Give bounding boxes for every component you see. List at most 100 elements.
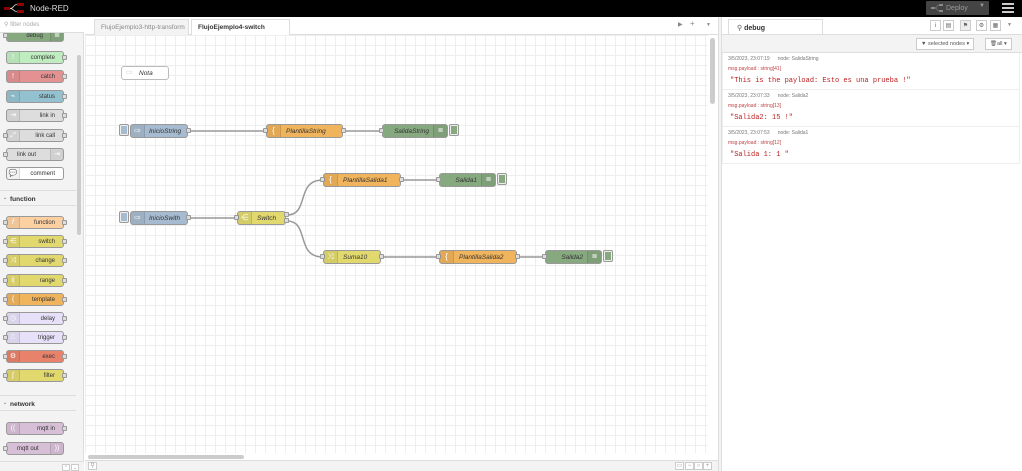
- palette-node-link-in[interactable]: ⇥ link in: [6, 109, 67, 122]
- palette-node-link-call[interactable]: ⤢ link call: [3, 129, 67, 142]
- flow-node-inicio-string[interactable]: ⇨ InicioString: [130, 124, 191, 138]
- context-data-icon[interactable]: ▦: [990, 20, 1001, 31]
- flow-node-salida1[interactable]: Salida1 ≣: [436, 173, 496, 187]
- palette-node-catch[interactable]: ! catch: [6, 70, 67, 83]
- scroll-tabs-icon[interactable]: ▶: [678, 22, 683, 28]
- palette-node-complete[interactable]: ! complete: [6, 51, 67, 64]
- info-icon[interactable]: i: [930, 20, 941, 31]
- inject-button[interactable]: [119, 211, 129, 223]
- input-port[interactable]: [234, 215, 239, 220]
- sidebar-menu-caret-icon[interactable]: ▼: [1007, 22, 1012, 28]
- node-label: link in: [39, 112, 55, 119]
- brace-icon: {: [440, 251, 454, 263]
- deploy-button[interactable]: Deploy ▼: [926, 1, 989, 15]
- palette-node-mqtt-in[interactable]: (( mqtt in: [6, 422, 67, 435]
- config-gear-icon[interactable]: ⚙: [976, 20, 987, 31]
- input-port[interactable]: [436, 177, 441, 182]
- main-menu-button[interactable]: [1002, 3, 1014, 13]
- flow-node-nota[interactable]: ▭ Nota: [121, 66, 169, 80]
- flow-node-plantilla-string[interactable]: { PlantillaString: [263, 124, 346, 138]
- input-port[interactable]: [263, 128, 268, 133]
- flow-node-salida-string[interactable]: SalidaString ≣: [379, 124, 448, 138]
- add-flow-button[interactable]: +: [690, 19, 695, 28]
- flow-node-suma10[interactable]: ⤨ Suma10: [320, 250, 384, 264]
- navigator-icon[interactable]: ▭: [675, 462, 684, 470]
- link-call-icon: ⤢: [7, 130, 20, 141]
- search-flows-icon[interactable]: ⚲: [88, 462, 97, 470]
- debug-toggle-button[interactable]: [603, 250, 613, 262]
- input-port[interactable]: [436, 254, 441, 259]
- debug-toggle-button[interactable]: [497, 173, 507, 185]
- canvas-vertical-scrollbar[interactable]: [710, 38, 715, 104]
- palette-node-trigger[interactable]: ⎍ trigger: [3, 331, 67, 344]
- flow-node-plantilla-salida2[interactable]: { PlantillaSalida2: [436, 250, 520, 264]
- message-node[interactable]: node: SalidaString: [777, 56, 819, 62]
- sidebar-tab-debug[interactable]: ⚲ debug: [728, 19, 823, 35]
- message-node[interactable]: node: Salida1: [777, 130, 809, 136]
- flow-node-switch[interactable]: ⋲ Switch: [234, 211, 289, 225]
- output-port-1[interactable]: [284, 212, 289, 217]
- input-port[interactable]: [320, 254, 325, 259]
- zoom-in-button[interactable]: +: [703, 462, 712, 470]
- input-port: [3, 239, 8, 244]
- message-node[interactable]: node: Salida2: [777, 93, 809, 99]
- flow-node-salida2[interactable]: Salida2 ≣: [542, 250, 602, 264]
- palette-node-mqtt-out[interactable]: mqtt out )): [3, 442, 64, 455]
- tab-flujo-ejemplo3[interactable]: FlujoEjemplo3-http-transform: [94, 19, 189, 35]
- output-port[interactable]: [186, 215, 191, 220]
- canvas-horizontal-scrollbar[interactable]: [88, 455, 244, 459]
- palette-node-exec[interactable]: ⚙ exec: [3, 350, 67, 363]
- tabs-menu-caret-icon[interactable]: ▼: [706, 22, 711, 28]
- hamburger-icon: [1002, 3, 1014, 5]
- palette-node-comment[interactable]: 💬 comment: [6, 167, 64, 180]
- palette-node-status[interactable]: ⌁ status: [6, 90, 67, 103]
- palette-node-debug[interactable]: debug ≣: [3, 33, 64, 42]
- output-port[interactable]: [399, 177, 404, 182]
- debug-toggle-button[interactable]: [449, 124, 459, 136]
- caret-down-icon[interactable]: ▼: [979, 3, 985, 9]
- debug-bug-icon[interactable]: ⚑: [960, 20, 971, 31]
- flow-node-inicio-swith[interactable]: ⇨ InicioSwith: [130, 211, 191, 225]
- output-port-2[interactable]: [284, 218, 289, 223]
- palette-node-range[interactable]: i| range: [3, 274, 67, 287]
- palette-filter-input[interactable]: ⚲ filter nodes: [0, 17, 84, 33]
- node-label: catch: [40, 73, 55, 80]
- category-network[interactable]: ⌄ network: [0, 395, 76, 411]
- exclamation-icon: !: [7, 52, 20, 63]
- output-port[interactable]: [186, 128, 191, 133]
- palette-node-switch[interactable]: ⋲ switch: [3, 235, 67, 248]
- flow-node-plantilla-salida1[interactable]: { PlantillaSalida1: [320, 173, 404, 187]
- palette-node-filter[interactable]: ∫ filter: [3, 369, 67, 382]
- palette-node-function[interactable]: f function: [3, 216, 67, 229]
- zoom-reset-button[interactable]: ○: [694, 462, 703, 470]
- expand-all-button[interactable]: ⌄: [71, 464, 79, 471]
- category-function[interactable]: ⌄ function: [0, 190, 76, 206]
- tab-label: debug: [744, 25, 766, 32]
- workspace-tabs: FlujoEjemplo3-http-transform FlujoEjempl…: [85, 17, 718, 36]
- palette-node-change[interactable]: ⤨ change: [3, 254, 67, 267]
- output-port[interactable]: [341, 128, 346, 133]
- tab-label: FlujoEjemplo3-http-transform: [101, 24, 185, 31]
- input-port[interactable]: [542, 254, 547, 259]
- output-port[interactable]: [515, 254, 520, 259]
- palette-node-delay[interactable]: ◷ delay: [3, 312, 67, 325]
- flow-canvas[interactable]: ▭ Nota ⇨ InicioString { PlantillaString …: [85, 35, 708, 453]
- collapse-all-button[interactable]: ⌃: [62, 464, 70, 471]
- input-port[interactable]: [379, 128, 384, 133]
- clear-all-button[interactable]: 🗑all ▾: [985, 38, 1012, 50]
- shuffle-icon: ⤨: [7, 255, 20, 266]
- filter-selected-nodes-button[interactable]: ▼ selected nodes ▾: [916, 38, 975, 50]
- output-port[interactable]: [379, 254, 384, 259]
- tab-flujo-ejemplo4[interactable]: FlujoEjemplo4-switch: [191, 19, 290, 36]
- zoom-out-button[interactable]: −: [685, 462, 694, 470]
- help-book-icon[interactable]: ▤: [943, 20, 954, 31]
- palette-scrollbar[interactable]: [77, 55, 81, 235]
- palette-node-template[interactable]: { template: [3, 293, 67, 306]
- inject-button[interactable]: [119, 124, 129, 136]
- input-port[interactable]: [320, 177, 325, 182]
- sidebar-resize-handle[interactable]: [718, 17, 722, 471]
- palette-node-link-out[interactable]: link out ⇥: [3, 148, 64, 161]
